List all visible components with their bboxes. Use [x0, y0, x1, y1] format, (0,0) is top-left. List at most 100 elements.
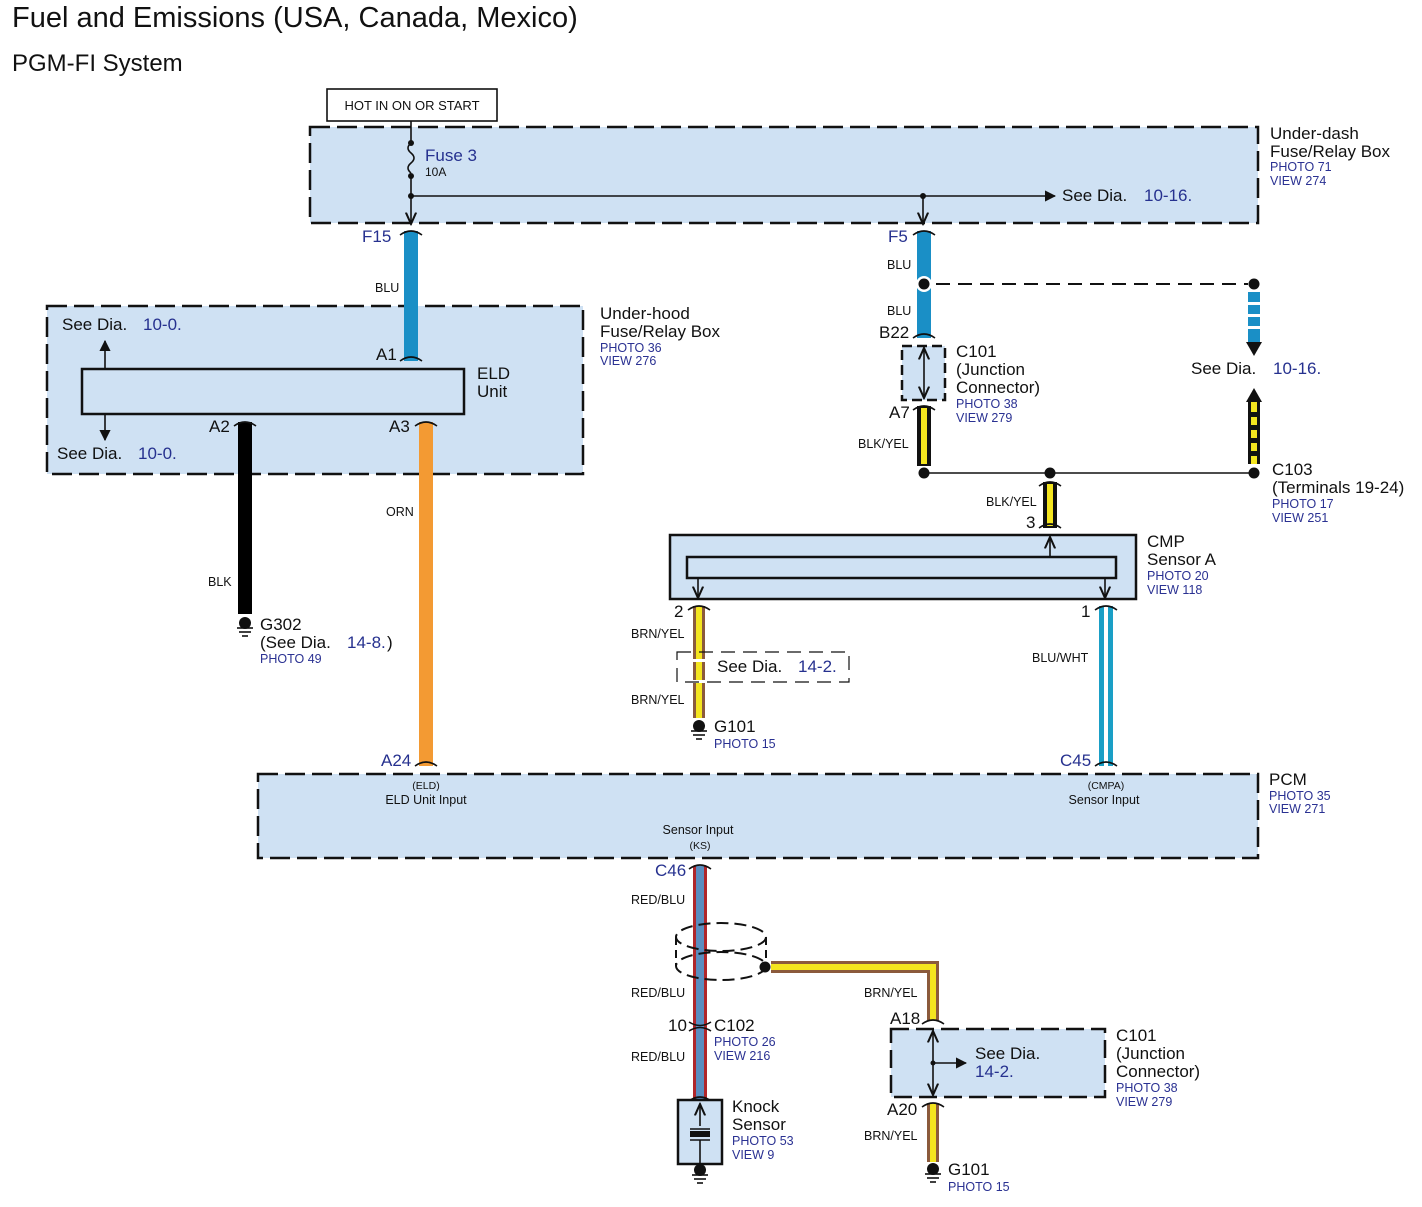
- wire-label-blk: BLK: [208, 575, 232, 589]
- c102-view-link[interactable]: VIEW 216: [714, 1049, 770, 1063]
- knock-view-link[interactable]: VIEW 9: [732, 1148, 774, 1162]
- ground-icon: [925, 1163, 941, 1183]
- cmp-view-link[interactable]: VIEW 118: [1147, 583, 1202, 597]
- power-source-box: HOT IN ON OR START: [326, 88, 498, 122]
- wire-label-brn-yel-2: BRN/YEL: [631, 693, 685, 707]
- eld-label-2: Unit: [477, 382, 508, 401]
- ground-icon: [237, 617, 253, 637]
- c101-top-desc-1: (Junction: [956, 360, 1025, 379]
- cmp-photo-link[interactable]: PHOTO 20: [1147, 569, 1209, 583]
- wire-brn-yel-cmp2[interactable]: [687, 605, 711, 718]
- see-dia-top-ref-link[interactable]: 10-0.: [143, 315, 182, 334]
- c101-bottom-desc-1: (Junction: [1116, 1044, 1185, 1063]
- wire-blu-f15-a1[interactable]: [399, 230, 423, 362]
- page-title: Fuel and Emissions (USA, Canada, Mexico): [12, 2, 578, 34]
- pcm-eld-abbrev: (ELD): [412, 780, 439, 792]
- wire-label-red-blu-1: RED/BLU: [631, 893, 685, 907]
- underdash-name-1: Under-dash: [1270, 124, 1359, 143]
- pcm-cmpa-input: Sensor Input: [1069, 793, 1140, 807]
- c101-top-photo-link[interactable]: PHOTO 38: [956, 397, 1018, 411]
- g101-mid-photo-link[interactable]: PHOTO 15: [714, 737, 776, 751]
- wire-label-blu: BLU: [375, 281, 399, 295]
- pcm-photo-link[interactable]: PHOTO 35: [1269, 789, 1331, 803]
- wire-brn-yel-a20-g101[interactable]: [921, 1102, 945, 1162]
- pin-f5: F5: [888, 227, 908, 246]
- c101-bottom-see-dia-ref-link[interactable]: 14-2.: [975, 1062, 1014, 1081]
- c101-top-view-link[interactable]: VIEW 279: [956, 411, 1012, 425]
- wire-blk-a2-g302[interactable]: [233, 421, 257, 614]
- eld-unit: [80, 367, 466, 416]
- c101-bottom-junction: See Dia. 14-2. C101 (Junction Connector)…: [889, 1026, 1200, 1109]
- see-dia-label: See Dia.: [1062, 186, 1127, 205]
- c103-desc: (Terminals 19-24): [1272, 478, 1404, 497]
- c101-bottom-photo-link[interactable]: PHOTO 38: [1116, 1081, 1178, 1095]
- g302-see-dia-suffix: ): [387, 633, 393, 652]
- ground-icon: [692, 1164, 708, 1184]
- fuse-icon: [407, 142, 415, 174]
- pin-cmp2: 2: [674, 602, 683, 621]
- g302-see-dia: (See Dia.: [260, 633, 331, 652]
- c101-bottom-view-link[interactable]: VIEW 279: [1116, 1095, 1172, 1109]
- wire-label-orn: ORN: [386, 505, 414, 519]
- underhood-photo-link[interactable]: PHOTO 36: [600, 341, 662, 355]
- pcm-view-link[interactable]: VIEW 271: [1269, 802, 1325, 816]
- shield-icon: [675, 922, 771, 981]
- see-dia-bottom-label: See Dia.: [57, 444, 122, 463]
- fuse-rating: 10A: [425, 165, 446, 179]
- wire-blk-yel-cmp3[interactable]: [1038, 481, 1062, 529]
- wire-blu-f5-b22[interactable]: [912, 230, 936, 339]
- c103-photo-link[interactable]: PHOTO 17: [1272, 497, 1334, 511]
- wire-blk-yel-to-10-16[interactable]: [1246, 388, 1262, 464]
- page-subtitle: PGM-FI System: [12, 50, 183, 77]
- cmp-name-1: CMP: [1147, 532, 1185, 551]
- cmp-sensor-a: CMP Sensor A PHOTO 20 VIEW 118: [668, 532, 1217, 601]
- wire-label-brn-yel-3: BRN/YEL: [864, 986, 918, 1000]
- c101-bottom-desc-2: Connector): [1116, 1062, 1200, 1081]
- underhood-view-link[interactable]: VIEW 276: [600, 354, 656, 368]
- wire-brn-yel-shield[interactable]: [771, 961, 945, 1025]
- wire-label-blu-wht: BLU/WHT: [1032, 651, 1089, 665]
- knock-name-2: Sensor: [732, 1115, 786, 1134]
- c103-view-link[interactable]: VIEW 251: [1272, 511, 1328, 525]
- underhood-name-2: Fuse/Relay Box: [600, 322, 720, 341]
- pin-a2: A2: [209, 417, 230, 436]
- pcm-ks-abbrev: (KS): [690, 840, 711, 852]
- pcm-eld-input: ELD Unit Input: [385, 793, 467, 807]
- c101-top-name: C101: [956, 342, 997, 361]
- wire-orn-a3-a24[interactable]: [414, 421, 438, 767]
- c102-name: C102: [714, 1016, 755, 1035]
- g302-photo-link[interactable]: PHOTO 49: [260, 652, 322, 666]
- underdash-photo-link[interactable]: PHOTO 71: [1270, 160, 1332, 174]
- pcm-name: PCM: [1269, 770, 1307, 789]
- see-dia-ref-link[interactable]: 10-16.: [1144, 186, 1192, 205]
- g302-see-dia-ref-link[interactable]: 14-8.: [347, 633, 386, 652]
- right-see-dia-ref-link[interactable]: 10-16.: [1273, 359, 1321, 378]
- wire-blu-to-10-16[interactable]: [1246, 292, 1262, 356]
- wire-label-brn-yel-4: BRN/YEL: [864, 1129, 918, 1143]
- wire-blk-yel-a7[interactable]: [912, 405, 936, 466]
- wire-label-blk-yel-cmp: BLK/YEL: [986, 495, 1037, 509]
- see-dia-14-2-box: [676, 651, 850, 683]
- c103-name: C103: [1272, 460, 1313, 479]
- underdash-view-link[interactable]: VIEW 274: [1270, 174, 1326, 188]
- pin-cmp3: 3: [1026, 513, 1035, 532]
- g101-bottom-photo-link[interactable]: PHOTO 15: [948, 1180, 1010, 1194]
- knock-sensor: Knock Sensor PHOTO 53 VIEW 9: [676, 1097, 794, 1166]
- c101-bottom-see-dia: See Dia.: [975, 1044, 1040, 1063]
- pin-cmp1: 1: [1081, 602, 1090, 621]
- see-dia-top-label: See Dia.: [62, 315, 127, 334]
- knock-name-1: Knock: [732, 1097, 780, 1116]
- pcm-ks-input: Sensor Input: [663, 823, 734, 837]
- wire-blu-wht-cmp1[interactable]: [1094, 605, 1118, 767]
- see-dia-bottom-ref-link[interactable]: 10-0.: [138, 444, 177, 463]
- fuse-name: Fuse 3: [425, 146, 477, 165]
- mid-see-dia-ref-link[interactable]: 14-2.: [798, 657, 837, 676]
- pin-a18: A18: [890, 1009, 920, 1028]
- eld-label-1: ELD: [477, 364, 510, 383]
- c102-photo-link[interactable]: PHOTO 26: [714, 1035, 776, 1049]
- g101-mid-name: G101: [714, 717, 756, 736]
- wire-red-blu-c46[interactable]: [688, 864, 712, 1102]
- knock-photo-link[interactable]: PHOTO 53: [732, 1134, 794, 1148]
- wire-label-blu-f5: BLU: [887, 258, 911, 272]
